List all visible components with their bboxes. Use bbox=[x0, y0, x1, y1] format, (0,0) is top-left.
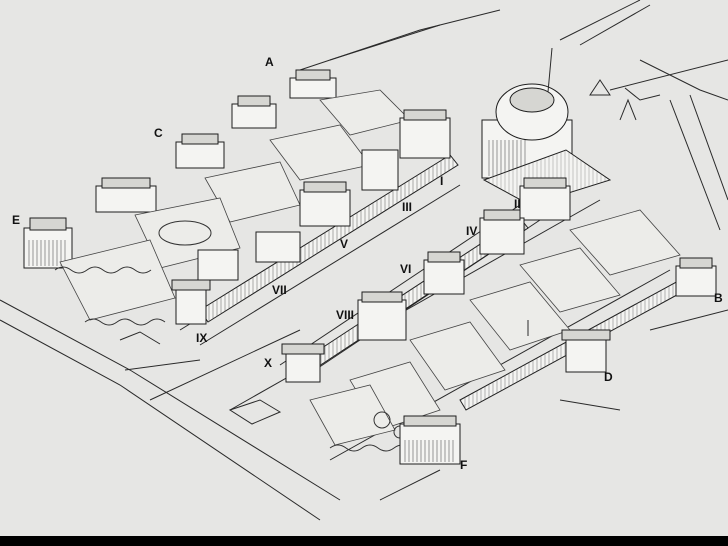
pavilion-b bbox=[675, 265, 717, 297]
label-a: A bbox=[265, 55, 274, 69]
label-e: E bbox=[12, 213, 20, 227]
label-vi: VI bbox=[400, 262, 411, 276]
pavilion-ix bbox=[175, 287, 207, 325]
pavilion-c bbox=[175, 141, 225, 169]
pavilion-a bbox=[289, 77, 337, 99]
pavilion-d bbox=[565, 337, 607, 373]
gardens-west bbox=[54, 89, 411, 326]
label-x: X bbox=[264, 356, 272, 370]
label-ix: IX bbox=[196, 331, 207, 345]
label-iv: IV bbox=[466, 224, 477, 238]
label-i: I bbox=[440, 174, 443, 188]
west-back-row bbox=[23, 69, 337, 269]
label-f: F bbox=[460, 458, 467, 472]
label-vii: VII bbox=[272, 283, 287, 297]
pavilion-ii bbox=[519, 185, 571, 221]
label-d: D bbox=[604, 370, 613, 384]
pavilion-iii bbox=[299, 189, 351, 227]
rotunda bbox=[481, 47, 661, 206]
label-v: V bbox=[340, 237, 348, 251]
hotel-block bbox=[231, 103, 277, 129]
label-c: C bbox=[154, 126, 163, 140]
pavilion-iv bbox=[479, 217, 525, 255]
plan-labels: A C E I III II IV V VI VII VIII IX X B D… bbox=[12, 55, 723, 472]
east-colonnade bbox=[281, 177, 571, 383]
pavilion-i bbox=[399, 117, 451, 159]
pavilion-x bbox=[285, 351, 321, 383]
label-ii: II bbox=[514, 197, 521, 211]
roads-and-paths bbox=[0, 0, 728, 521]
label-iii: III bbox=[402, 200, 412, 214]
label-b: B bbox=[714, 291, 723, 305]
pavilion-v bbox=[255, 231, 301, 263]
label-viii: VIII bbox=[336, 308, 354, 322]
bottom-letterbox-bar bbox=[0, 536, 728, 546]
pavilion-viii bbox=[357, 299, 407, 341]
gardens-east bbox=[309, 209, 681, 452]
west-colonnade bbox=[171, 109, 459, 325]
east-back-row bbox=[119, 257, 717, 465]
pavilion-vi bbox=[423, 259, 465, 295]
